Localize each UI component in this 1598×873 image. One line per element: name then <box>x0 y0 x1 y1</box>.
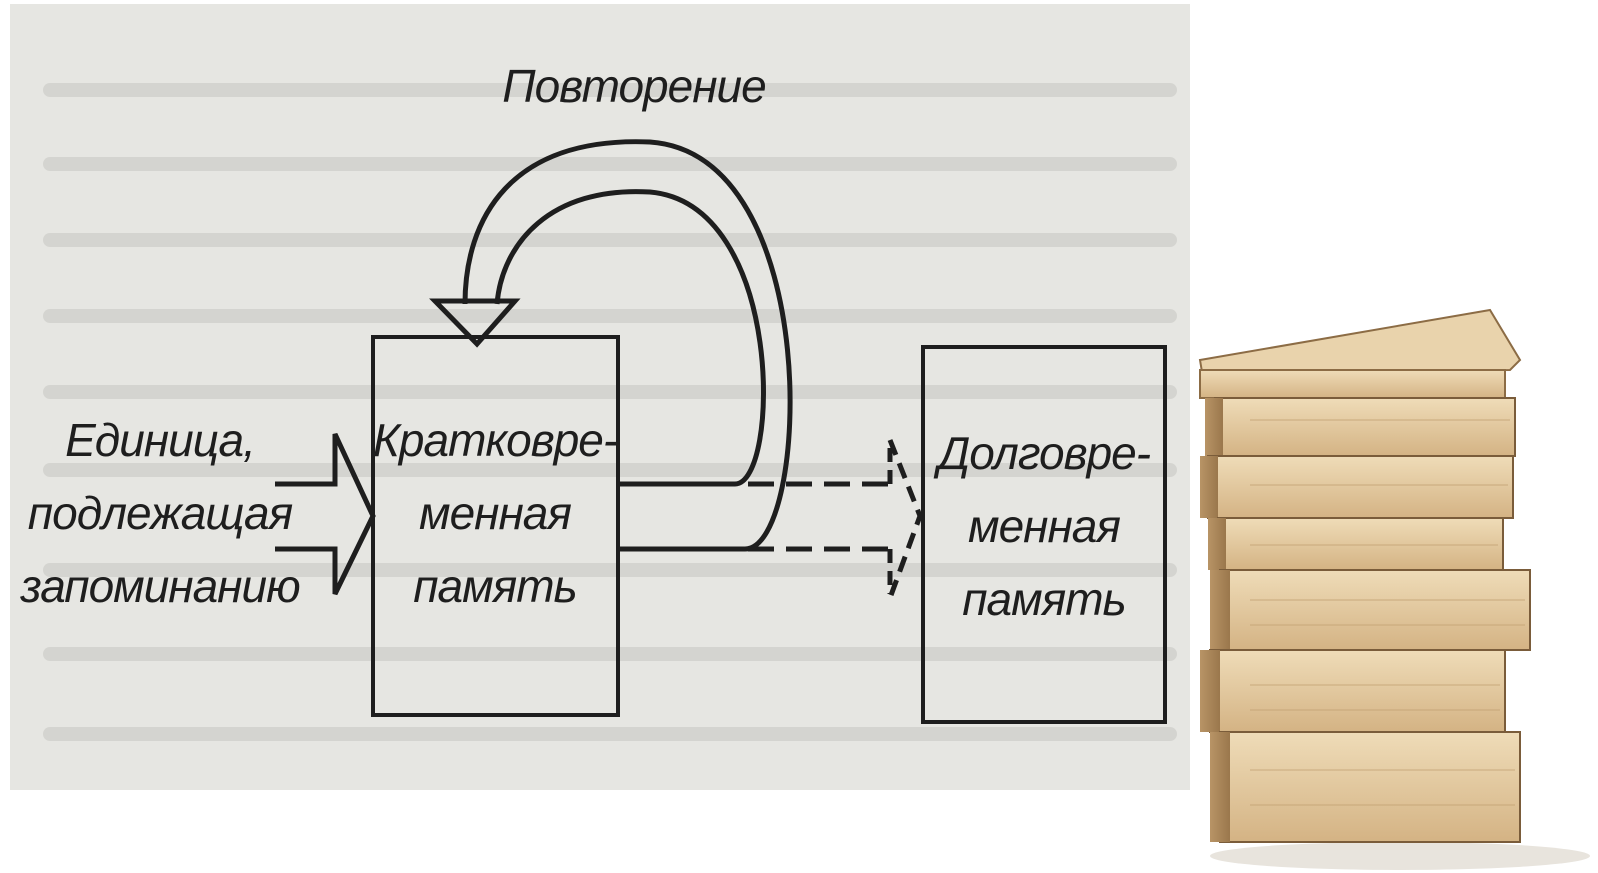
short-term-memory-box <box>371 335 620 717</box>
book-stack-icon <box>1190 290 1598 873</box>
short-term-label-line-2: менная <box>419 487 571 539</box>
long-term-label-line-2: менная <box>968 500 1120 552</box>
long-term-label-line-3: память <box>962 573 1126 625</box>
input-arrow <box>275 432 376 596</box>
long-term-memory-box <box>921 345 1167 724</box>
diagram-canvas: Повторение Единица, подлежащая запоминан… <box>19 60 1177 741</box>
memory-model-diagram: Повторение Единица, подлежащая запоминан… <box>10 4 1190 790</box>
short-term-memory-label: Кратковре- менная память <box>373 414 619 612</box>
rehearsal-label: Повторение <box>502 60 765 112</box>
input-label-line-1: Единица, <box>65 414 255 466</box>
book-stack-drawing <box>1198 308 1590 870</box>
background-text-lines <box>43 83 1177 741</box>
rehearsal-loop-arrow <box>429 139 793 552</box>
input-label-line-3: запоминанию <box>19 560 300 612</box>
input-label: Единица, подлежащая запоминанию <box>19 414 301 612</box>
long-term-memory-label: Долговре- менная память <box>933 427 1152 625</box>
transfer-dashed-arrow <box>748 439 923 599</box>
short-term-label-line-1: Кратковре- <box>373 414 618 466</box>
long-term-label-line-1: Долговре- <box>933 427 1151 479</box>
input-label-line-2: подлежащая <box>28 487 293 539</box>
short-term-label-line-3: память <box>413 560 577 612</box>
